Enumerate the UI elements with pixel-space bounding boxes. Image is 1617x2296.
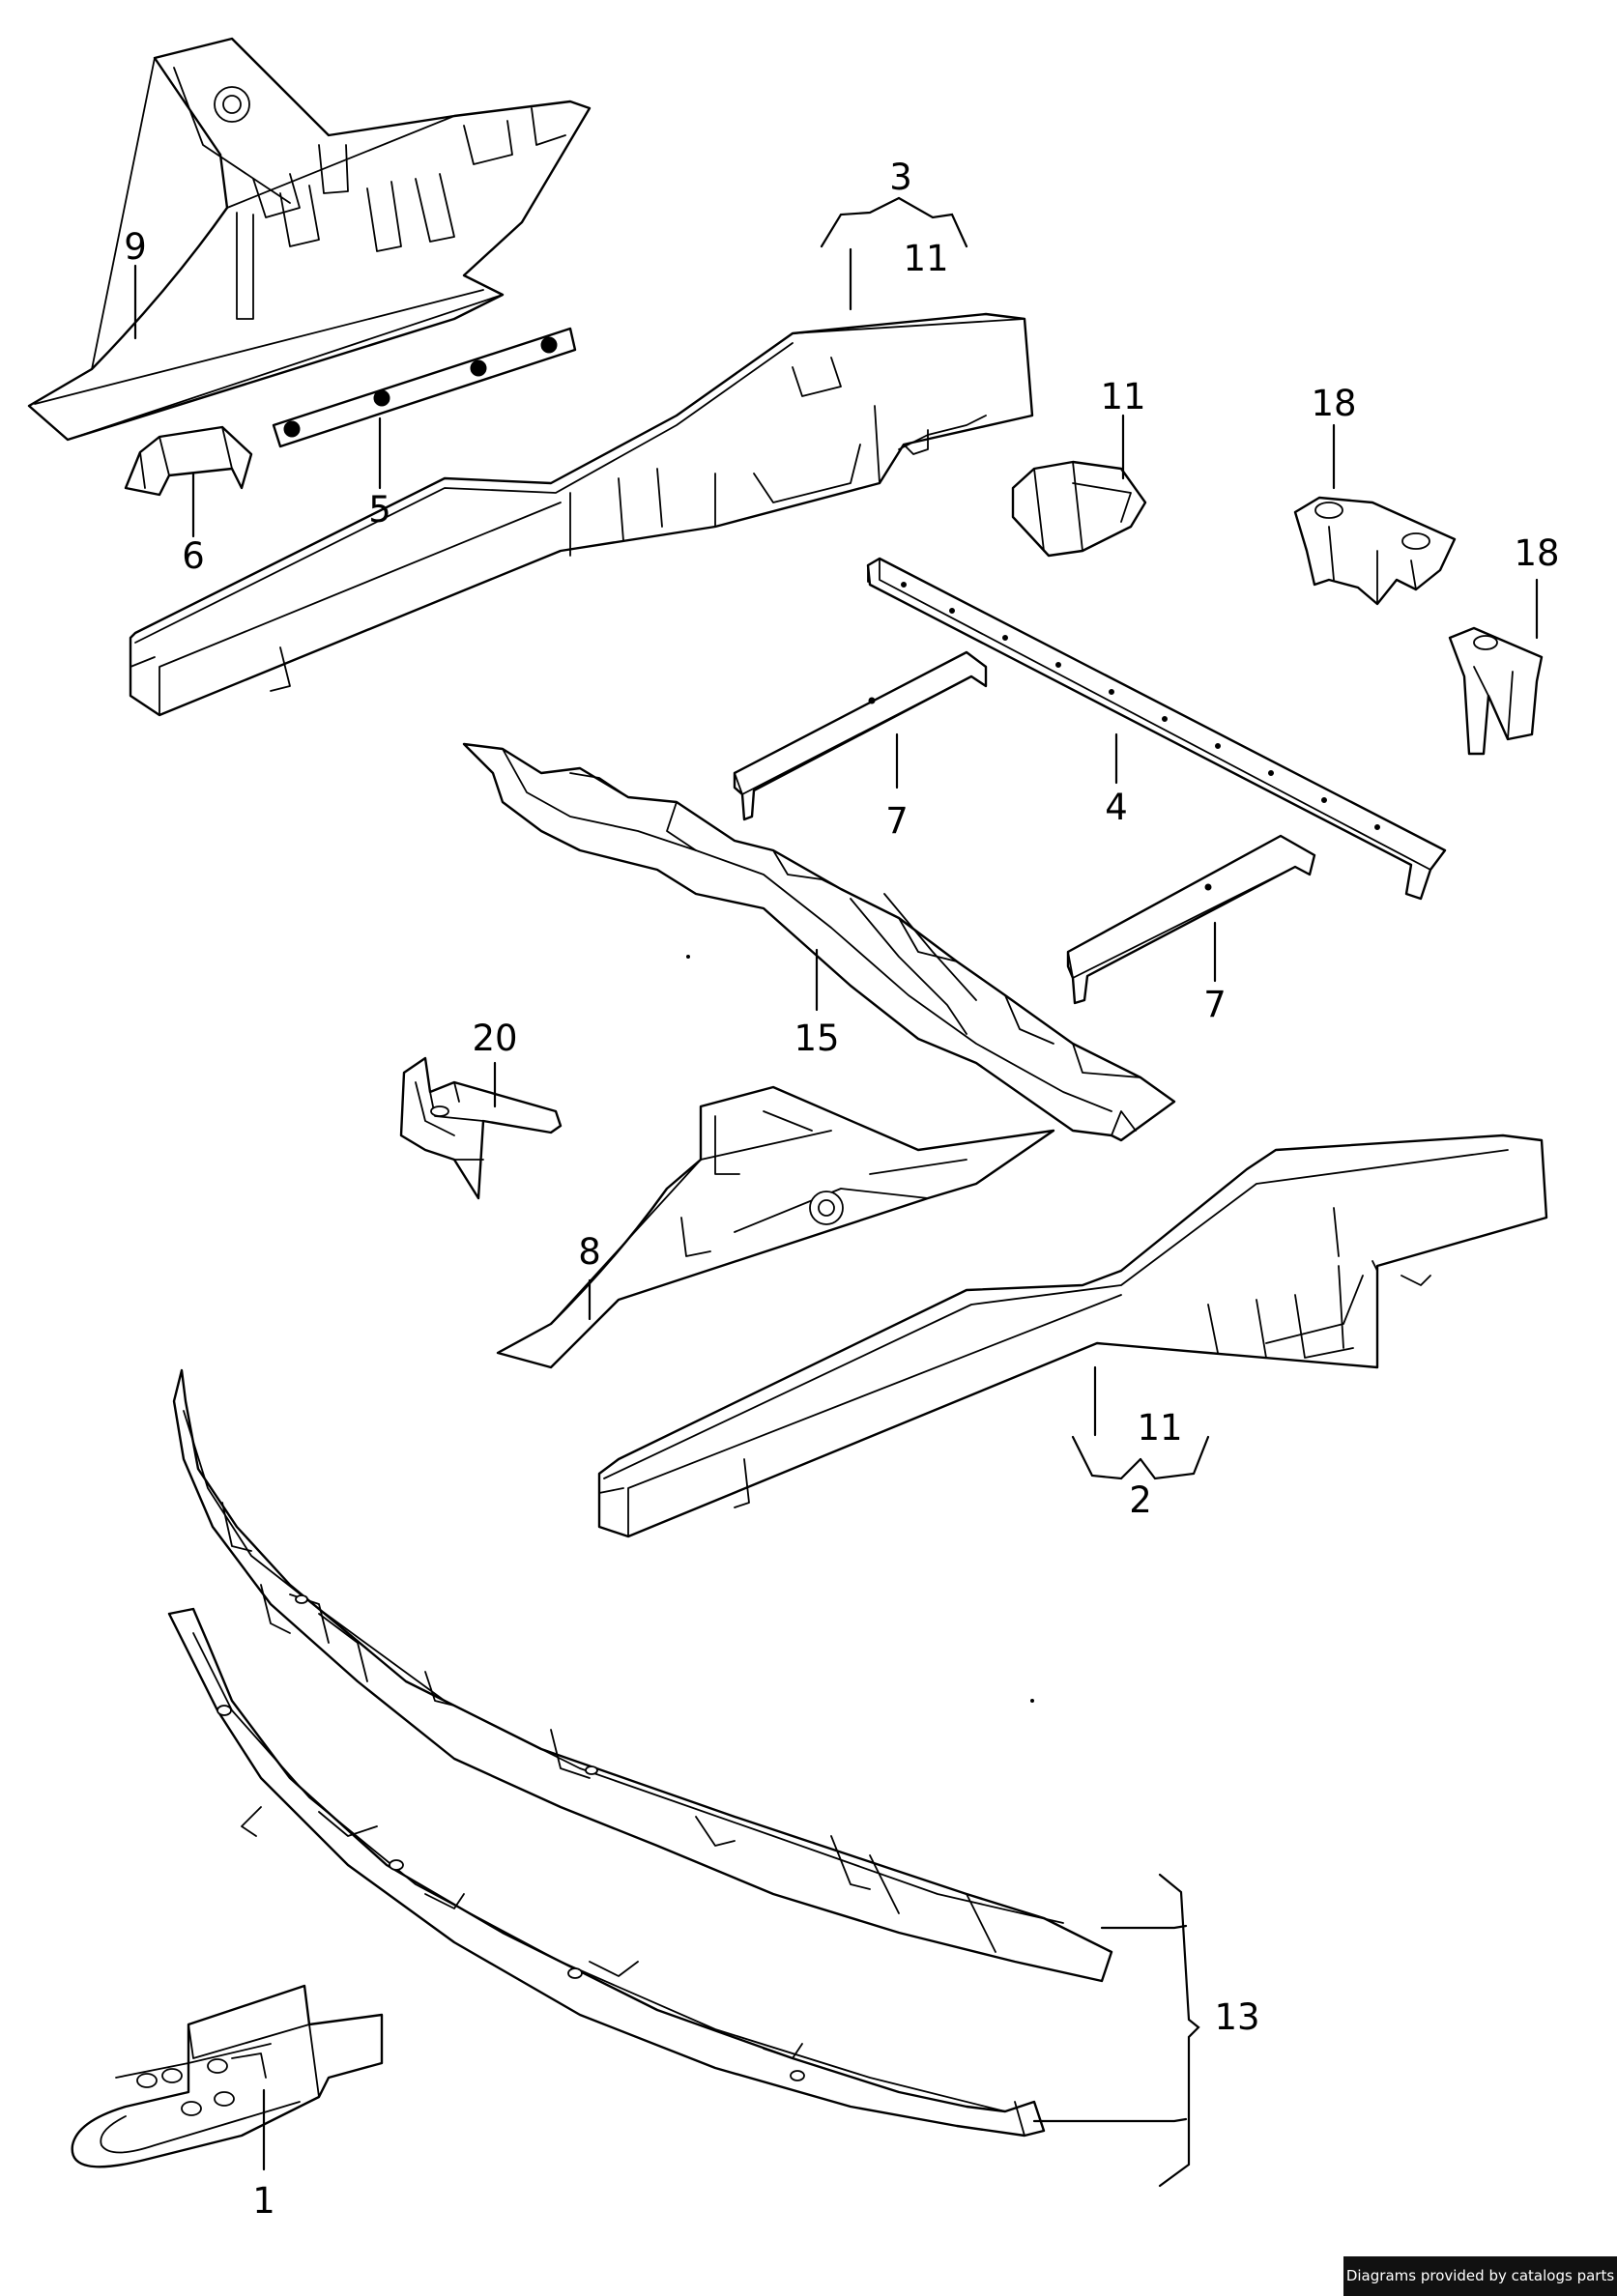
footer-credit-badge: Diagrams provided by catalogs parts bbox=[1343, 2256, 1617, 2296]
nut-icon bbox=[540, 336, 558, 354]
callout-15: 15 bbox=[794, 1018, 839, 1059]
callout-8: 8 bbox=[578, 1231, 601, 1273]
nut-icon bbox=[373, 389, 390, 407]
nut-icon bbox=[470, 359, 487, 377]
part-5-nut-plate bbox=[272, 327, 577, 448]
part-4-cross-member bbox=[866, 557, 1447, 901]
callout-11-upper-rail: 11 bbox=[903, 238, 948, 279]
part-20-bracket bbox=[399, 1056, 563, 1200]
callout-18-lower: 18 bbox=[1514, 532, 1559, 574]
part-7-member-lower bbox=[1066, 834, 1316, 1005]
callout-18-upper: 18 bbox=[1311, 383, 1356, 424]
callout-7-upper: 7 bbox=[885, 800, 909, 842]
callout-13: 13 bbox=[1214, 1996, 1259, 2038]
callout-20: 20 bbox=[472, 1018, 517, 1059]
callout-11-reinforcement: 11 bbox=[1100, 376, 1145, 417]
part-18-bracket-upper bbox=[1293, 496, 1457, 606]
part-11-reinforcement-top bbox=[1011, 460, 1147, 558]
part-9-wheel-housing bbox=[27, 37, 592, 442]
part-18-bracket-lower bbox=[1448, 626, 1544, 756]
callout-5: 5 bbox=[368, 489, 391, 531]
leader-lines bbox=[133, 196, 1539, 2188]
callout-3: 3 bbox=[889, 157, 912, 198]
callout-9: 9 bbox=[124, 226, 147, 268]
part-2-side-member-lower bbox=[597, 1134, 1548, 1538]
part-13-front-panel-upper bbox=[172, 1368, 1113, 1983]
callout-1: 1 bbox=[252, 2180, 275, 2222]
nut-icon bbox=[283, 420, 301, 438]
callout-2: 2 bbox=[1129, 1479, 1152, 1521]
part-1-towing-bracket bbox=[71, 1984, 384, 2168]
callout-11-lower-rail: 11 bbox=[1137, 1407, 1182, 1449]
part-7-member-upper bbox=[733, 650, 988, 821]
callout-4: 4 bbox=[1105, 787, 1128, 828]
part-15-floor-member bbox=[462, 742, 1176, 1142]
callout-6: 6 bbox=[182, 535, 205, 577]
part-3-side-member-upper bbox=[129, 312, 1034, 717]
part-13-front-panel-lower bbox=[167, 1607, 1046, 2138]
part-6-bracket bbox=[124, 425, 253, 497]
part-8-wheel-housing-rear bbox=[496, 1085, 1055, 1369]
callout-7-lower: 7 bbox=[1203, 984, 1227, 1025]
speck bbox=[1030, 1699, 1034, 1703]
speck bbox=[686, 955, 690, 959]
callout-labels: 9 6 5 3 11 11 18 18 4 7 7 15 20 8 11 2 1… bbox=[124, 157, 1559, 2222]
